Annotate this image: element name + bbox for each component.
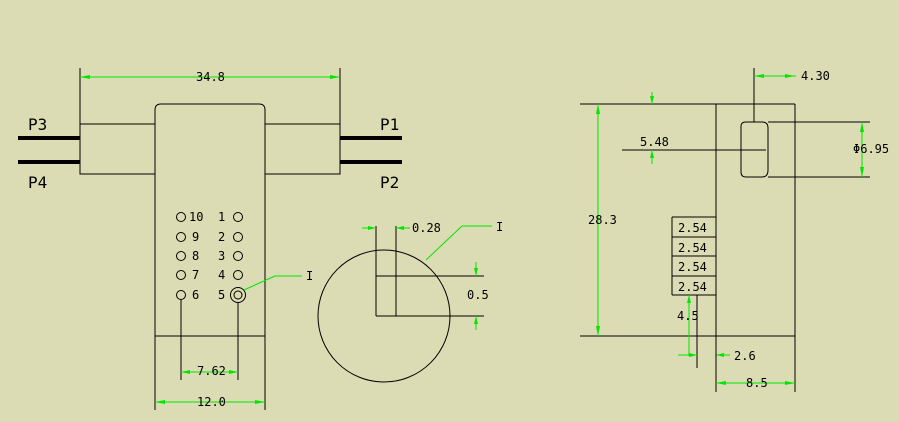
pin-hole-outer: [230, 287, 246, 303]
arrow: [785, 74, 795, 78]
arrow: [650, 150, 654, 158]
side-view: 28.3 4.30 5.48 Φ6.95 2.54 2.54 2.54: [580, 68, 889, 392]
pin-number: 2: [218, 230, 225, 244]
dim-top-offset: 4.30: [801, 69, 830, 83]
arrow: [368, 226, 376, 230]
pin-array: 10 1 9 2 8 3 7 4 6 5: [176, 210, 246, 303]
arrow: [330, 75, 340, 79]
pin-hole: [233, 251, 243, 261]
port-label-p1: P1: [380, 115, 399, 134]
arrow: [687, 295, 691, 303]
detail-leader: [243, 275, 276, 291]
dim-pitch: 2.54: [678, 260, 707, 274]
detail-view: 0.28 I 0.5: [317, 220, 503, 383]
detail-marker: I: [496, 220, 503, 234]
pin-number: 9: [192, 230, 199, 244]
dim-height: 28.3: [588, 213, 617, 227]
dim-wire-offset: 0.28: [412, 221, 441, 235]
dim-pin-length: 4.5: [677, 309, 699, 323]
dim-width-top: 34.8: [196, 70, 225, 84]
device-body: [154, 103, 266, 337]
detail-marker: I: [306, 269, 313, 283]
pin-number: 3: [218, 249, 225, 263]
arrow: [785, 381, 795, 385]
dim-pin-pitch: 7.62: [197, 364, 226, 378]
arrow: [860, 167, 864, 177]
arrow: [716, 381, 726, 385]
pin-hole: [176, 212, 186, 222]
pin-number: 8: [192, 249, 199, 263]
pin-hole: [176, 270, 186, 280]
pin-hole: [176, 232, 186, 242]
pin-hole: [233, 212, 243, 222]
pin-hole: [233, 290, 243, 300]
arrow: [181, 370, 190, 374]
pin-number: 6: [192, 288, 199, 302]
dim-hole-diameter: Φ6.95: [853, 142, 889, 156]
port-label-p3: P3: [28, 115, 47, 134]
arrow: [155, 400, 165, 404]
detail-leader: [425, 225, 463, 261]
pin-number: 1: [218, 210, 225, 224]
arrow: [754, 74, 764, 78]
pin-hole: [233, 270, 243, 280]
arrow: [860, 122, 864, 132]
arrow: [474, 268, 478, 276]
arrow: [716, 353, 724, 357]
dim-wire-height: 0.5: [467, 288, 489, 302]
pin-number: 7: [192, 268, 199, 282]
pin-number: 4: [218, 268, 225, 282]
pin-hole: [233, 232, 243, 242]
right-tube: [264, 123, 341, 175]
arrow: [596, 104, 600, 114]
pin-hole: [176, 290, 186, 300]
mounting-hole: [740, 121, 769, 178]
arrow: [255, 400, 265, 404]
arrow: [689, 353, 697, 357]
pin-number: 5: [218, 288, 225, 302]
dim-pitch: 2.54: [678, 241, 707, 255]
dim-depth: 8.5: [746, 376, 768, 390]
pin-number: 10: [189, 210, 203, 224]
front-view: P3 P4 P1 P2 34.8 10 1 9 2 8 3 7 4: [18, 68, 402, 410]
arrow: [650, 96, 654, 104]
arrow: [80, 75, 90, 79]
port-label-p4: P4: [28, 173, 47, 192]
arrow: [596, 326, 600, 336]
dim-hole-center: 5.48: [640, 135, 669, 149]
dim-pin-offset: 2.6: [734, 349, 756, 363]
pin-hole: [176, 251, 186, 261]
dim-body-width: 12.0: [197, 395, 226, 409]
arrow: [474, 316, 478, 324]
arrow: [229, 370, 238, 374]
dim-pitch: 2.54: [678, 280, 707, 294]
arrow: [396, 226, 404, 230]
port-label-p2: P2: [380, 173, 399, 192]
dim-pitch: 2.54: [678, 221, 707, 235]
left-tube: [79, 123, 156, 175]
